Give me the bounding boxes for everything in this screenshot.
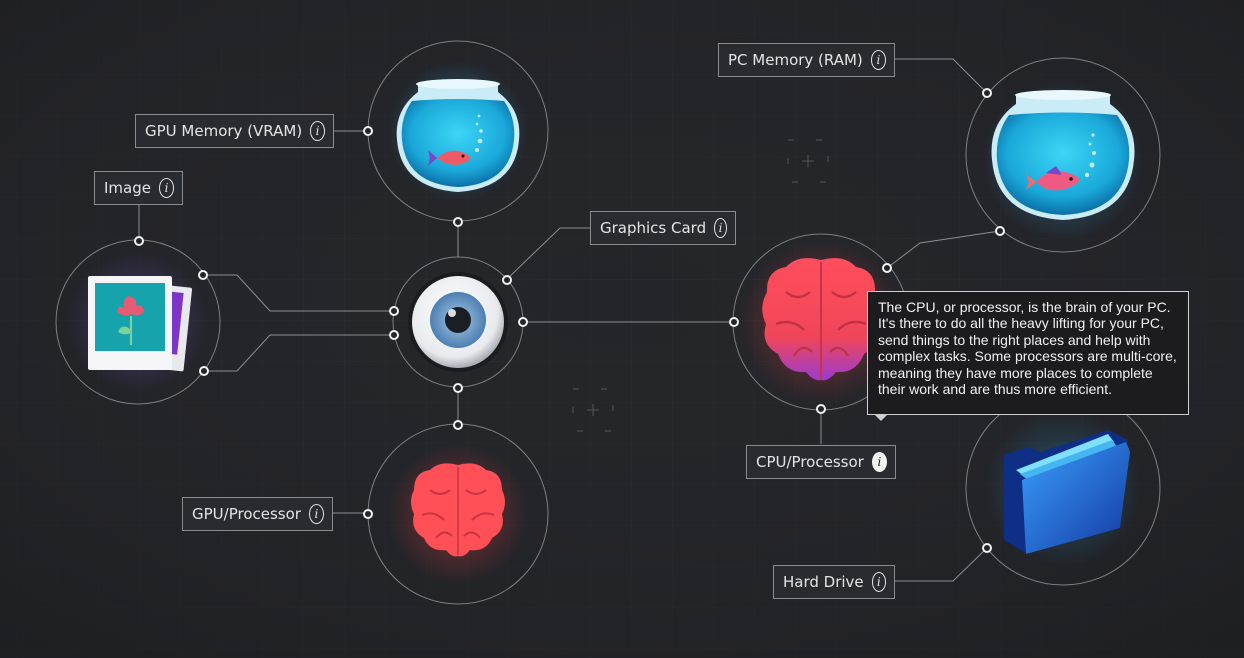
cpu-processor-label-text: CPU/Processor [756, 453, 864, 471]
image-label[interactable]: Image i [94, 171, 183, 205]
info-icon-active[interactable]: i [871, 452, 887, 472]
pc-memory-label[interactable]: PC Memory (RAM) i [718, 43, 895, 77]
image-label-text: Image [104, 179, 151, 197]
gpu-processor-label-text: GPU/Processor [192, 505, 301, 523]
info-icon[interactable]: i [871, 572, 886, 592]
hard-drive-label-text: Hard Drive [783, 573, 864, 591]
info-icon[interactable]: i [714, 218, 727, 238]
cpu-processor-brain-icon[interactable] [739, 240, 903, 404]
gpu-memory-label-text: GPU Memory (VRAM) [145, 122, 303, 140]
pc-memory-label-text: PC Memory (RAM) [728, 51, 863, 69]
cpu-info-tooltip: The CPU, or processor, is the brain of y… [867, 291, 1189, 421]
pc-memory-fishbowl-icon[interactable] [983, 80, 1143, 240]
gpu-processor-brain-icon[interactable] [388, 444, 528, 584]
connector-lines [138, 58, 1001, 582]
tooltip-text: The CPU, or processor, is the brain of y… [878, 299, 1177, 398]
info-icon[interactable]: i [310, 121, 325, 141]
info-icon[interactable]: i [158, 178, 174, 198]
gpu-memory-fishbowl-icon[interactable] [388, 61, 528, 201]
image-photo-stack-icon[interactable] [68, 252, 208, 392]
gpu-memory-label[interactable]: GPU Memory (VRAM) i [135, 114, 334, 148]
crosshair-marker [572, 139, 829, 432]
hard-drive-folder-icon[interactable] [985, 410, 1141, 566]
gpu-processor-label[interactable]: GPU/Processor i [182, 497, 333, 531]
connector-dots [134, 88, 1005, 553]
info-icon[interactable]: i [870, 50, 886, 70]
graphics-card-label-text: Graphics Card [600, 219, 707, 237]
fish-icon [428, 150, 470, 166]
hard-drive-label[interactable]: Hard Drive i [773, 565, 895, 599]
graphics-card-eye-icon[interactable] [408, 272, 508, 372]
fish-icon [1026, 166, 1079, 191]
graphics-card-label[interactable]: Graphics Card i [590, 211, 736, 245]
info-icon[interactable]: i [308, 504, 324, 524]
cpu-processor-label[interactable]: CPU/Processor i [746, 445, 896, 479]
